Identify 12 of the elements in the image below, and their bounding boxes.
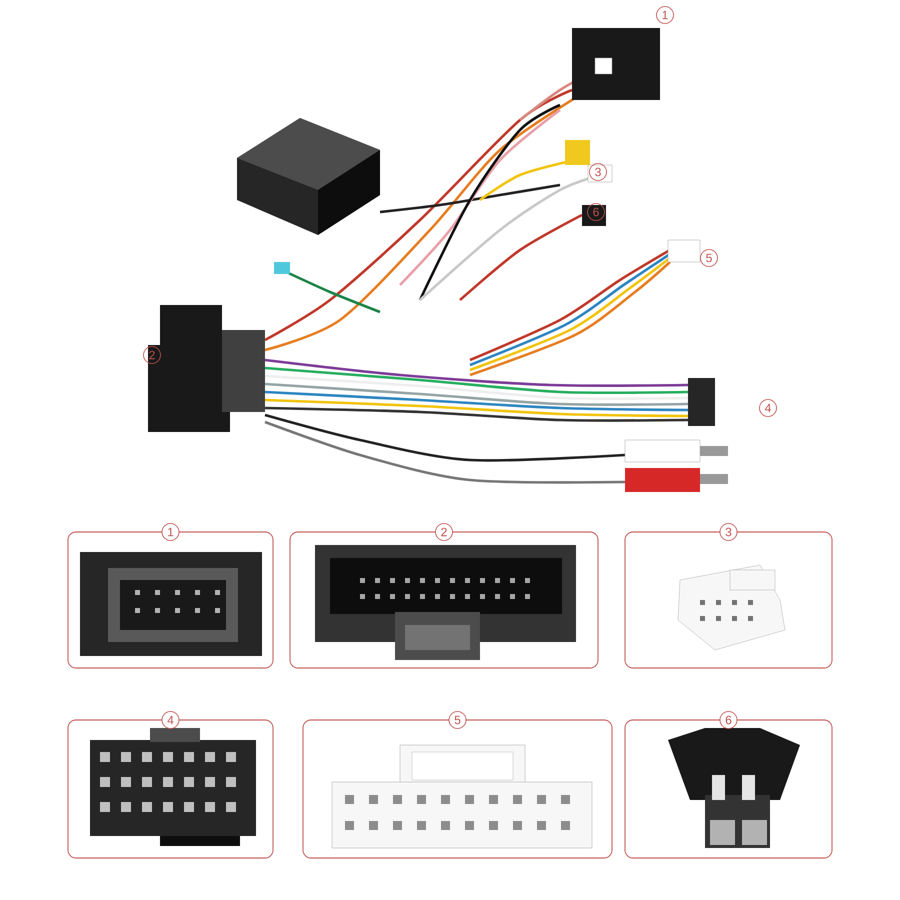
callout-number: 4 (759, 399, 777, 417)
detail-panel: 2 (290, 523, 598, 668)
detail-panel: 4 (68, 711, 274, 858)
detail-panel: 6 (624, 711, 832, 858)
callout-number: 2 (143, 346, 161, 364)
detail-panel: 1 (68, 523, 274, 668)
detail-panel: 3 (624, 523, 832, 668)
callout-number: 6 (587, 203, 605, 221)
callout-number: 5 (700, 249, 718, 267)
callout-number: 1 (656, 6, 674, 24)
detail-panel: 5 (302, 711, 612, 858)
callout-number: 3 (589, 163, 607, 181)
